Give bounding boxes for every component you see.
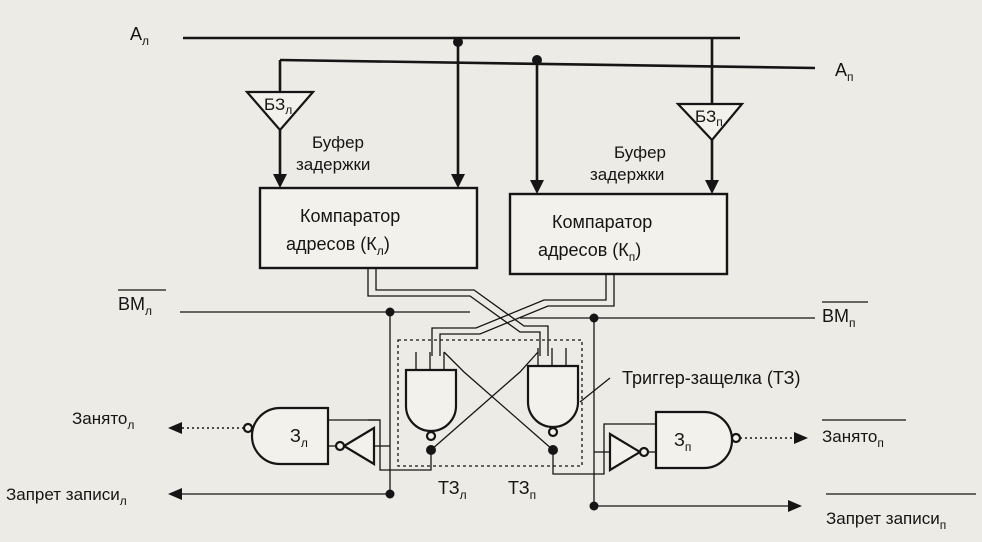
comparator-left-line1: Компаратор xyxy=(300,206,400,226)
arrow-left-icon xyxy=(168,422,182,434)
address-bus-right-line xyxy=(279,58,816,70)
arrow-right-icon xyxy=(794,432,808,444)
inversion-bubble xyxy=(242,422,254,434)
comparator-right-output-wire xyxy=(439,274,615,356)
latch-cross-coupling-wire xyxy=(443,351,554,451)
vm-right-label: ВМп xyxy=(822,306,856,330)
delay-buffer-left xyxy=(244,90,316,132)
arrow-left-icon xyxy=(168,488,182,500)
latch-gate-left xyxy=(404,368,458,433)
latch-output-right-wire xyxy=(552,423,614,475)
gate-z-right xyxy=(654,410,734,470)
inverter-right xyxy=(608,432,643,472)
latch-gate-right xyxy=(526,364,580,429)
arrow-right-icon xyxy=(788,500,802,512)
latch-left-label: ТЗл xyxy=(438,478,467,502)
comparator-left-line2: адресов (Кл) xyxy=(286,234,390,258)
arrow-down-icon xyxy=(273,174,287,188)
address-right-label: Ап xyxy=(835,60,854,84)
comparator-right-output-wire xyxy=(431,274,607,356)
arrow-down-icon xyxy=(705,180,719,194)
delay-buffer-right xyxy=(675,102,745,142)
comparator-right-line1: Компаратор xyxy=(552,212,652,232)
arrow-down-icon xyxy=(530,180,544,194)
comparator-left-box xyxy=(258,186,479,270)
delay-buffer-left-caption: задержки xyxy=(296,155,370,174)
arrow-down-icon xyxy=(451,174,465,188)
comparator-right-line2: адресов (Кп) xyxy=(538,240,641,264)
write-protect-right-label: Запрет записип xyxy=(826,509,946,532)
latch-label-leader-line xyxy=(579,377,611,403)
junction-dot xyxy=(385,489,395,499)
comparator-right-box xyxy=(508,192,729,276)
latch-cross-coupling-wire xyxy=(430,351,539,451)
latch-label: Триггер-защелка (ТЗ) xyxy=(622,368,801,388)
gate-z-right-label: Зп xyxy=(674,430,691,454)
inversion-bubble xyxy=(638,446,650,458)
comparator-left-output-wire xyxy=(375,268,549,356)
latch-enclosure xyxy=(397,339,583,467)
latch-right-label: ТЗп xyxy=(508,478,536,502)
delay-buffer-left-caption: Буфер xyxy=(312,133,364,152)
gate-z-left-label: Зл xyxy=(290,426,308,450)
delay-buffer-left-label: БЗл xyxy=(264,95,292,117)
inversion-bubble xyxy=(425,430,437,442)
inverter-left xyxy=(341,426,376,466)
address-left-label: Ал xyxy=(130,24,149,48)
gate-z-left xyxy=(250,406,330,466)
delay-buffer-right-caption: задержки xyxy=(590,165,664,184)
delay-buffer-right-caption: Буфер xyxy=(614,143,666,162)
delay-buffer-right-label: БЗп xyxy=(695,107,723,129)
busy-left-label: Занятол xyxy=(72,409,134,432)
inversion-bubble xyxy=(547,426,559,438)
inversion-bubble xyxy=(730,432,742,444)
junction-dot xyxy=(589,501,599,511)
comparator-left-output-wire xyxy=(367,268,541,356)
vm-left-label: ВМл xyxy=(118,294,152,318)
busy-right-label: Занятоп xyxy=(822,427,884,450)
inversion-bubble xyxy=(334,440,346,452)
write-protect-left-label: Запрет записил xyxy=(6,485,127,508)
